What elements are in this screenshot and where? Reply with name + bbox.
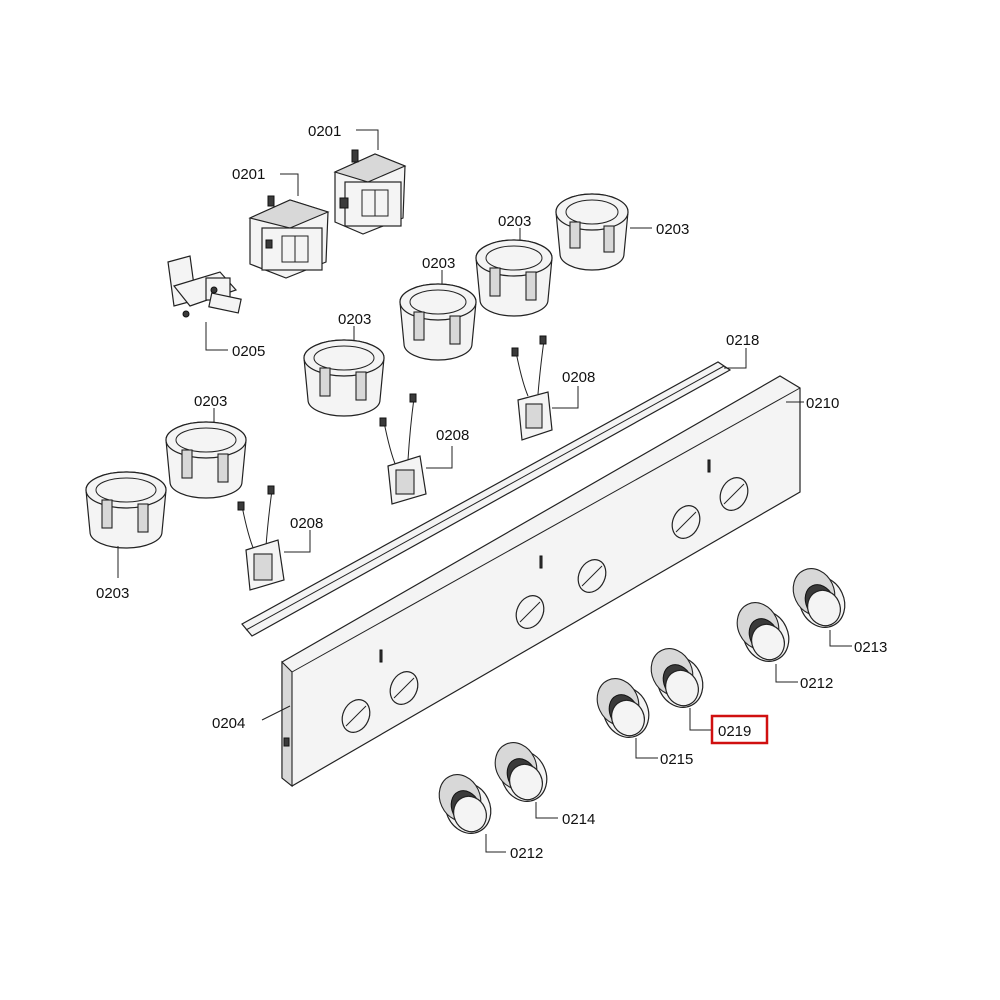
leader-panel-end [261,705,291,721]
knob-0215 [596,678,650,738]
leader-gas-valve [205,322,228,351]
leader-ign-1 [552,386,579,409]
ignition-switch-2 [379,393,427,505]
leader-knob-214 [535,802,558,819]
label-panel: 0210 [806,395,839,412]
label-ring-1: 0203 [656,221,689,238]
label-ring-5: 0203 [194,393,227,410]
leader-ign-2 [426,446,453,469]
label-gas-valve: 0205 [232,343,265,360]
leader-knob-215 [635,738,658,759]
label-ring-3: 0203 [422,255,455,272]
bezel-ring-3 [399,283,477,361]
label-sw-a: 0201 [232,166,265,183]
leader-knob-219 [689,708,712,731]
label-panel-end: 0204 [212,715,245,732]
leader-knob-213 [829,630,852,647]
label-ign-3: 0208 [290,515,323,532]
control-panel [281,375,801,788]
selector-switch-left [248,195,330,279]
knob-0212-a [736,602,790,662]
trim-rail [241,361,732,637]
highlight-box [710,714,769,745]
bezel-ring-4 [303,339,385,417]
bezel-ring-1 [555,193,629,271]
selector-switch-right [333,149,407,235]
leader-rail [724,348,747,369]
label-ign-1: 0208 [562,369,595,386]
label-ring-2: 0203 [498,213,531,230]
label-rail: 0218 [726,332,759,349]
label-knob-219: 0219 [718,723,751,740]
gas-valve [167,255,242,318]
leader-knob-212a [775,664,798,683]
label-ring-4: 0203 [338,311,371,328]
leader-sw-a [280,173,299,196]
knob-0213 [792,568,846,628]
label-ring-6: 0203 [96,585,129,602]
leader-knob-212b [485,834,506,853]
ignition-switch-3 [237,485,285,591]
label-knob-212a: 0212 [800,675,833,692]
ignition-switch-1 [511,335,553,441]
knob-0219 [650,648,704,708]
label-sw-b: 0201 [308,123,341,140]
bezel-ring-6 [85,471,167,549]
label-knob-213: 0213 [854,639,887,656]
leader-ign-3 [284,530,311,553]
label-knob-214: 0214 [562,811,595,828]
label-knob-215: 0215 [660,751,693,768]
label-knob-212b: 0212 [510,845,543,862]
label-ign-2: 0208 [436,427,469,444]
bezel-ring-2 [475,239,553,317]
knob-0214 [494,742,548,802]
bezel-ring-5 [165,421,247,499]
knob-0212-b [438,774,492,834]
leader-sw-b [356,129,379,150]
